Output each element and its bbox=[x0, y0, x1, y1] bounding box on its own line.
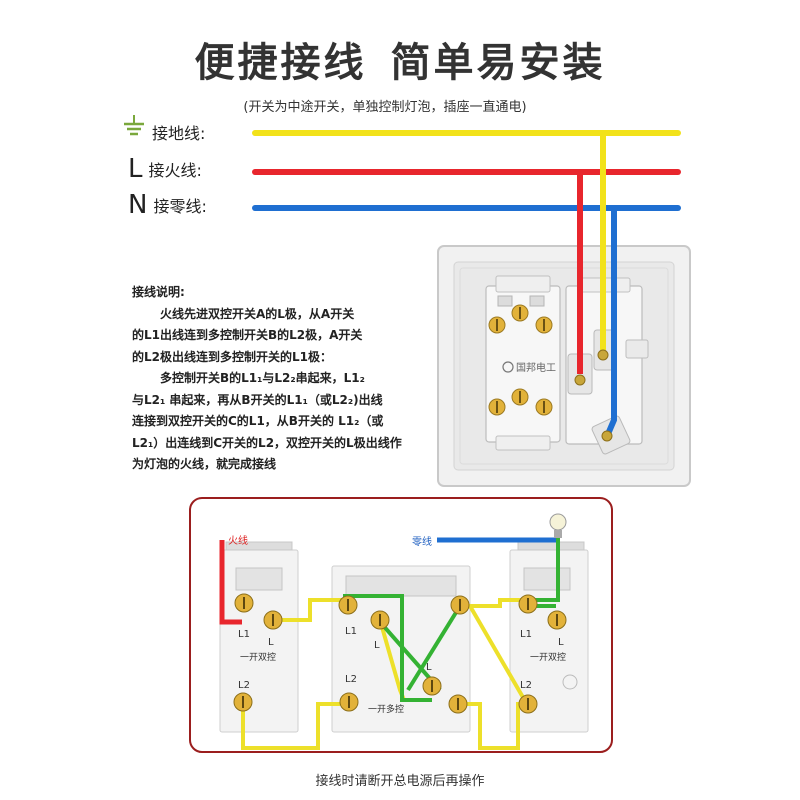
switch-a-name: 一开双控 bbox=[240, 651, 276, 663]
switch-c-l2: L2 bbox=[520, 680, 532, 691]
explanation-line: 火线先进双控开关A的L极，从A开关 bbox=[160, 306, 355, 321]
explanation-line: 的L2极出线连到多控制开关的L1极： bbox=[132, 349, 332, 364]
neutral-label-text: 接零线: bbox=[153, 197, 207, 216]
switch-c-name: 一开双控 bbox=[530, 651, 566, 663]
subtitle: (开关为中途开关，单独控制灯泡，插座一直通电) bbox=[243, 100, 527, 115]
switch-diagram: 火线 零线 L1 L 一开双控 L2 L1 L L2 L 一开多控 L1 L 一… bbox=[189, 497, 613, 753]
explanation-line: 为灯泡的火线，就完成接线 bbox=[132, 457, 277, 471]
neutral-drop-wire bbox=[605, 208, 617, 436]
switch-a-l: L bbox=[268, 637, 274, 648]
explanation-line: 的L1出线连到多控制开关B的L2极，A开关 bbox=[132, 328, 363, 342]
explanation-line: 连接到双控开关的C的L1，从B开关的 L1₂（或 bbox=[132, 414, 384, 428]
explanation-line: 与L2₁ 串起来，再从B开关的L1₁（或L2₂)出线 bbox=[132, 392, 383, 407]
ground-label-text: 接地线: bbox=[152, 124, 206, 143]
title-part-1: 便捷接线 bbox=[194, 40, 367, 86]
switch-c-l: L bbox=[558, 637, 564, 648]
live-wire-label: L 接火线: bbox=[128, 154, 202, 184]
switch-b-l2: L2 bbox=[345, 674, 357, 685]
neutral-symbol: N bbox=[128, 190, 148, 220]
switch-b-l-right: L bbox=[426, 662, 432, 673]
wiring-explanation: 接线说明: 火线先进双控开关A的L极，从A开关 的L1出线连到多控制开关B的L2… bbox=[132, 282, 432, 476]
switch-b-name: 一开多控 bbox=[368, 703, 404, 715]
explanation-line: L2₁）出连线到C开关的L2，双控开关的L极出线作 bbox=[132, 435, 402, 450]
ground-wire-label: 接地线: bbox=[152, 120, 205, 144]
ground-icon bbox=[124, 115, 144, 136]
diagram-live-label: 火线 bbox=[228, 534, 248, 547]
switch-a-l2: L2 bbox=[238, 680, 250, 691]
bulb-icon bbox=[549, 513, 567, 538]
explanation-heading: 接线说明: bbox=[132, 285, 185, 299]
neutral-wire-label: N 接零线: bbox=[128, 190, 207, 220]
switch-b-l1: L1 bbox=[345, 626, 357, 637]
switch-a-l1: L1 bbox=[238, 629, 250, 640]
live-symbol: L bbox=[128, 154, 143, 184]
socket-brand: 国邦电工 bbox=[516, 361, 556, 374]
socket-panel: 国邦电工 bbox=[437, 245, 691, 487]
explanation-line: 多控制开关B的L1₁与L2₂串起来，L1₂ bbox=[160, 371, 365, 385]
switch-b-l: L bbox=[374, 640, 380, 651]
diagram-neutral-label: 零线 bbox=[412, 535, 432, 548]
safety-note: 接线时请断开总电源后再操作 bbox=[315, 774, 485, 789]
switch-c-l1: L1 bbox=[520, 629, 532, 640]
live-label-text: 接火线: bbox=[148, 161, 202, 180]
title-part-2: 简单易安装 bbox=[390, 40, 606, 86]
page-title: 便捷接线简单易安装 bbox=[0, 30, 800, 88]
